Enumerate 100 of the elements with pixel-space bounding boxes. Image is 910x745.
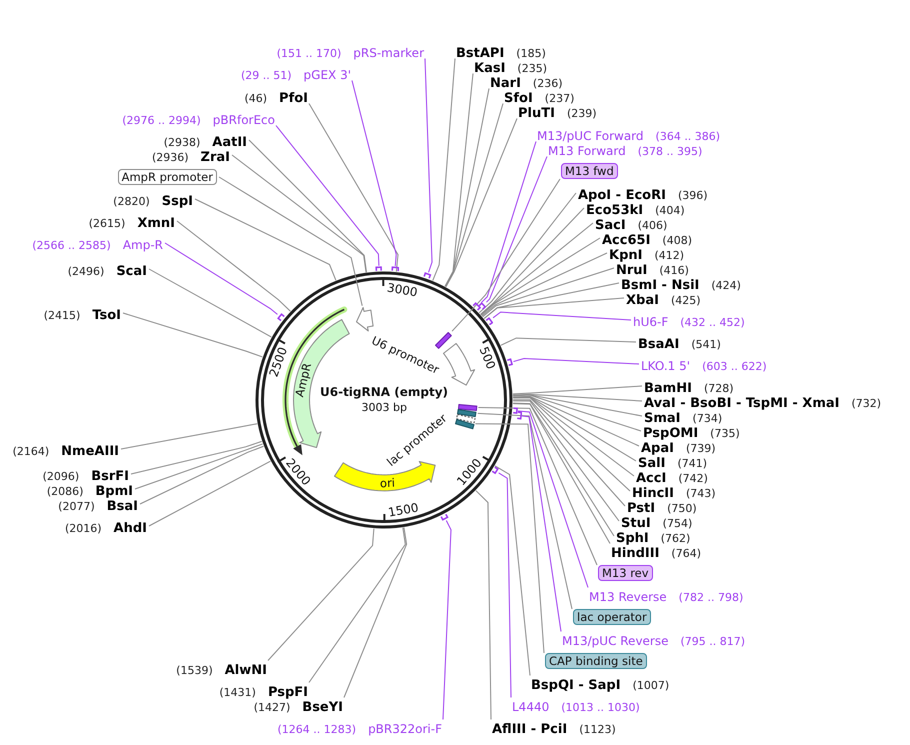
leader-line [512,396,640,446]
leader-line [512,397,630,492]
cut-position: (2086) [46,484,84,498]
cut-position: (732) [851,396,882,410]
primer-name: M13/pUC Forward [537,128,644,142]
enzyme-name: NruI [616,262,648,278]
leader-line [148,268,272,338]
feature-name: AmpR [292,362,315,398]
cut-position: (396) [678,188,708,202]
leader-line [512,358,640,364]
feature-bar [456,408,478,418]
primer-name: M13 Reverse [589,590,667,604]
leader-line [512,396,636,462]
leader-line [512,394,642,402]
enzyme-name: AccI [636,470,666,486]
enzyme-name: BstAPI [456,46,504,60]
enzyme-name: KasI [474,60,506,76]
primer-name: L4440 [512,700,550,714]
leader-line [445,118,518,288]
primer-position: (603 .. 622) [702,360,767,372]
enzyme-name: PspOMI [643,426,698,440]
cut-position: (424) [711,278,741,292]
bracket-icon [506,358,514,367]
cut-position: (2936) [152,150,189,164]
cut-position: (762) [660,532,690,544]
leader-line [176,220,291,312]
bracket-icon [440,512,449,521]
leader-line [442,520,452,720]
leader-line [444,103,504,288]
leader-line [475,490,492,720]
leader-line [477,412,572,610]
enzyme-name: SfoI [504,90,533,106]
primer-position: (29 .. 51) [240,68,292,82]
cut-position: (741) [677,456,708,470]
leader-line [484,298,624,320]
primer-name: pGEX 3' [304,68,351,82]
enzyme-name: PstI [627,500,656,516]
leader-line [308,527,406,683]
feature-bar [457,402,478,412]
cut-position: (2820) [113,194,150,208]
cut-position: (728) [704,382,734,394]
cut-position: (734) [692,412,722,424]
bracket-icon [512,407,518,414]
enzyme-name: SacI [595,218,626,232]
enzyme-name: NmeAIII [61,444,119,458]
leader-line [268,528,374,661]
enzyme-name: NarI [490,76,521,90]
bracket-icon [484,316,494,326]
cut-position: (2938) [164,136,200,148]
cut-position: (750) [667,502,697,514]
leader-line [482,268,614,318]
leader-line [444,88,490,287]
leader-line [148,460,271,526]
cut-position: (1431) [219,686,256,698]
cut-position: (2415) [44,308,80,322]
enzyme-name: BpmI [95,484,133,498]
cut-position: (1539) [176,664,213,676]
leader-line [494,465,530,676]
bracket-icon [472,302,482,312]
enzyme-name: SphI [616,530,649,546]
cut-position: (235) [517,62,548,74]
leader-line [512,394,642,432]
enzyme-name: KpnI [609,248,642,262]
primer-name: M13/pUC Reverse [562,634,668,648]
primer-name: pRS-marker [353,46,424,60]
cut-position: (239) [566,106,597,120]
tick-label: 2500 [266,345,290,379]
bracket-icon [516,411,522,420]
leader-line [134,443,264,490]
leader-line [512,399,626,506]
enzyme-name: AvaI - BsoBI - TspMI - XmaI [644,396,840,410]
cut-position: (46) [244,92,268,104]
cut-position: (2164) [12,444,50,458]
enzyme-name: SspI [162,194,193,208]
cut-position: (743) [686,486,716,500]
tick-label: 500 [476,344,498,372]
leader-line [140,446,264,504]
enzyme-name: AatII [212,134,247,150]
primer-position: (2976 .. 2994) [122,114,201,126]
primer-position: (782 .. 798) [678,590,744,604]
primer-position: (151 .. 170) [276,46,342,60]
enzyme-name: XmnI [137,216,175,230]
leader-line [480,222,594,316]
feature-tag: AmpR promoter [118,169,217,185]
enzyme-name: BseYI [302,700,343,714]
enzyme-name: ApoI - EcoRI [578,188,666,202]
primer-position: (795 .. 817) [680,634,746,648]
enzyme-name: ZraI [200,150,230,164]
leader-line [218,176,363,306]
enzyme-name: BamHI [644,380,692,396]
feature-name: ori [380,476,396,490]
bracket-icon [423,272,432,280]
bracket-icon [277,313,286,322]
enzyme-name: BspQI - SapI [531,678,621,692]
enzyme-name: BsmI - NsiI [621,278,700,292]
enzyme-name: HincII [632,486,674,500]
primer-name: M13 Forward [548,144,626,158]
enzyme-name: ScaI [116,264,147,278]
leader-line [478,407,598,566]
cut-position: (735) [710,426,740,440]
